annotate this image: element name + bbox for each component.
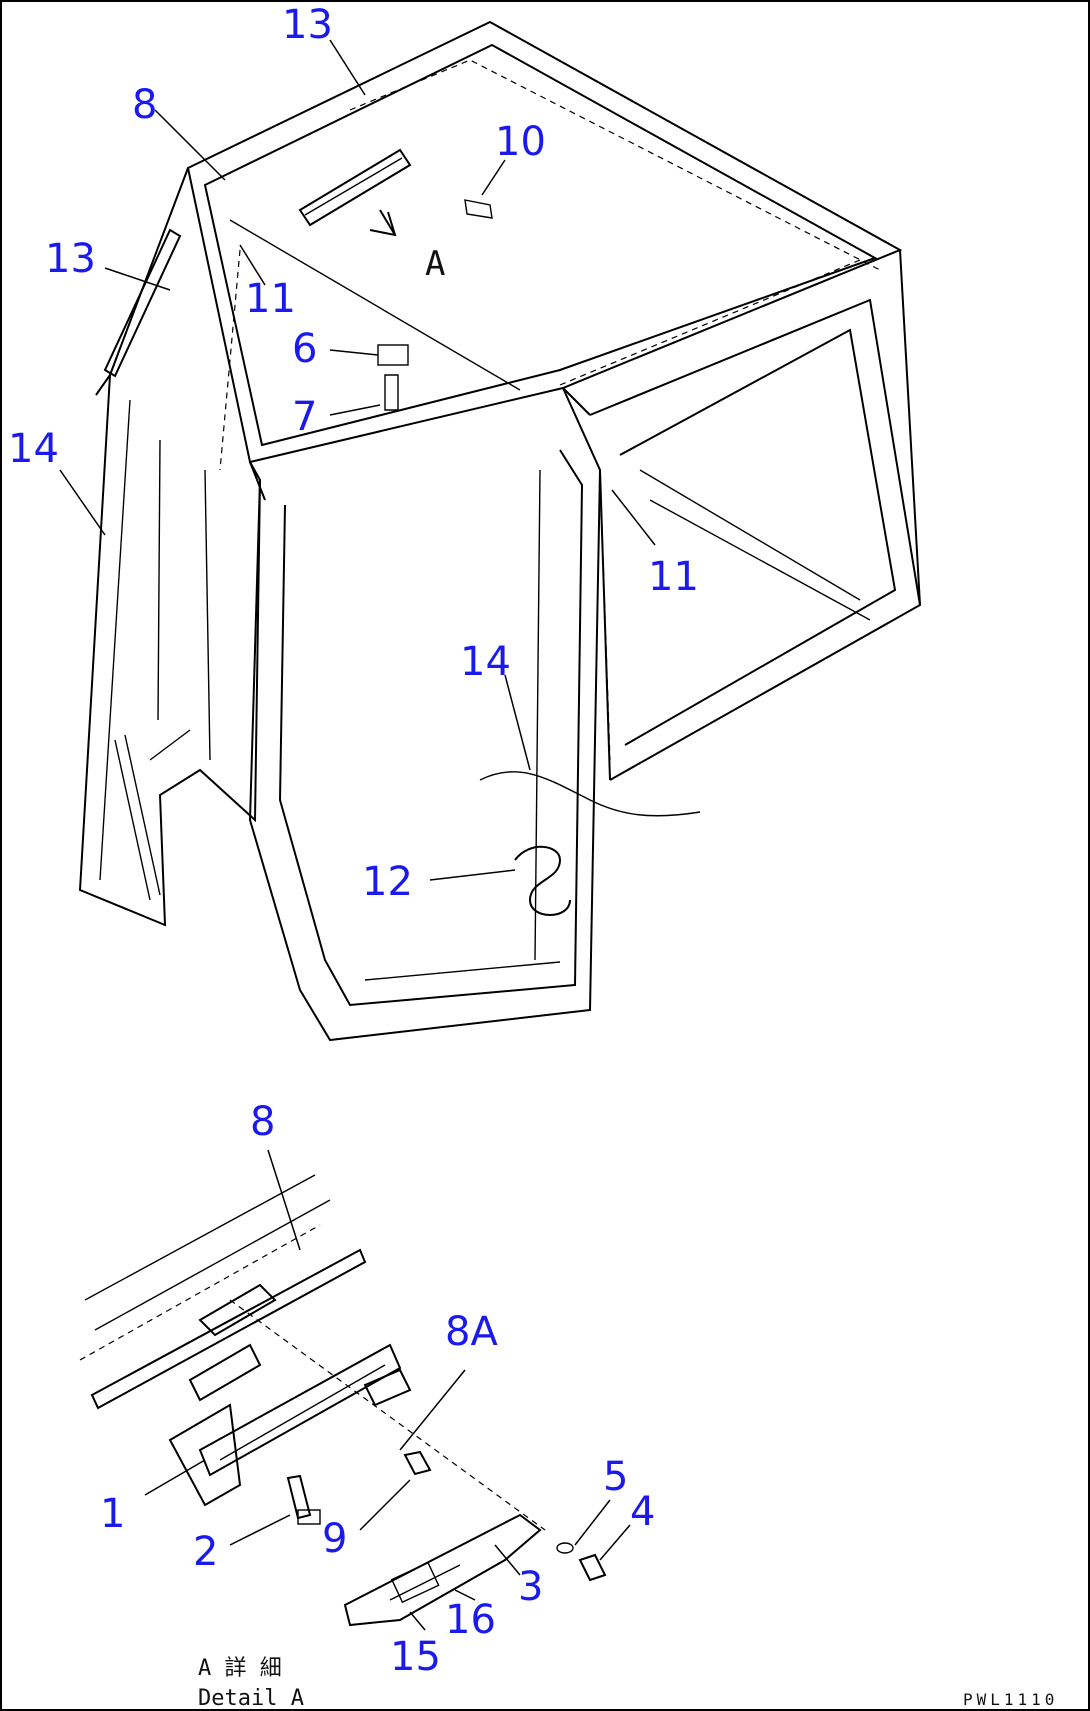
callout-13-top: 13 [282, 2, 333, 48]
cab-structure [78, 20, 922, 1042]
callout-10: 10 [495, 119, 546, 165]
callout-13-left: 13 [45, 236, 96, 282]
callout-8A: 8A [445, 1309, 498, 1355]
callout-5: 5 [603, 1454, 628, 1500]
view-letter-a: A [425, 244, 445, 284]
callout-7: 7 [292, 394, 317, 440]
callout-8-detail: 8 [250, 1099, 275, 1145]
callout-4: 4 [630, 1489, 655, 1535]
callout-16: 16 [445, 1597, 496, 1643]
callout-9: 9 [322, 1516, 347, 1562]
callout-6: 6 [292, 326, 317, 372]
callout-11-left: 11 [245, 276, 296, 322]
callout-14-mid: 14 [460, 639, 511, 685]
callout-8-top: 8 [132, 82, 157, 128]
leader-lines [59, 39, 656, 1631]
callout-2: 2 [193, 1529, 218, 1575]
drawing-code: PWL1110 [963, 1690, 1058, 1709]
callout-15: 15 [390, 1634, 441, 1680]
callout-labels: 13 8 10 13 11 6 7 14 11 14 12 8 8A 1 2 9… [8, 2, 699, 1680]
detail-caption-en: Detail A [198, 1686, 304, 1711]
callout-12: 12 [362, 859, 413, 905]
callout-14-left: 14 [8, 426, 59, 472]
detail-caption-jp: A 詳 細 [198, 1656, 282, 1681]
callout-11-right: 11 [648, 554, 699, 600]
callout-1: 1 [100, 1491, 125, 1537]
callout-3: 3 [518, 1564, 543, 1610]
